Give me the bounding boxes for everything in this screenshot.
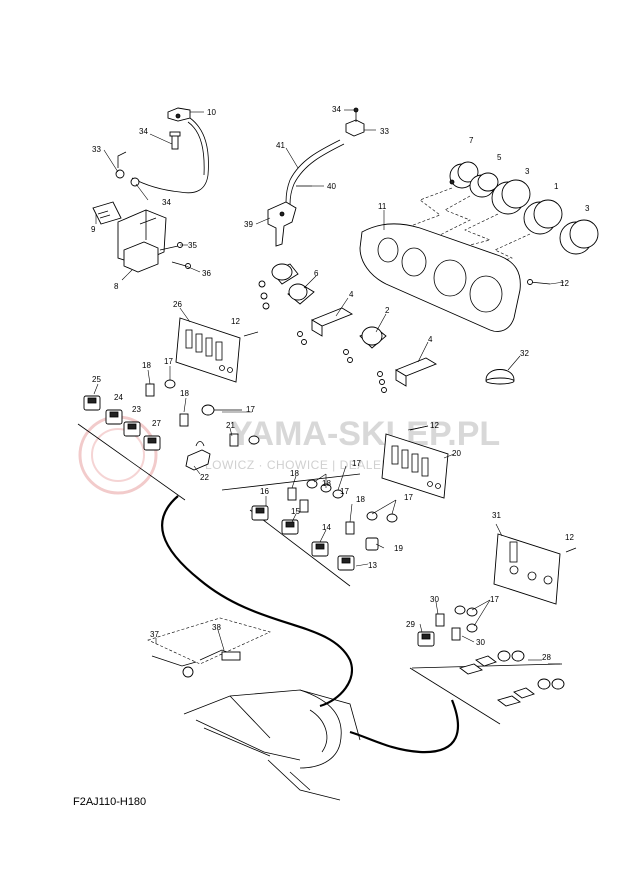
callout-17: 17 (404, 493, 413, 502)
cable-bracket-assembly (267, 107, 365, 247)
callout-9: 9 (91, 225, 96, 234)
callout-8: 8 (114, 282, 119, 291)
callout-32: 32 (520, 349, 529, 358)
callout-23: 23 (132, 405, 141, 414)
callout-15: 15 (291, 507, 300, 516)
callout-17: 17 (352, 459, 361, 468)
callout-18: 18 (290, 469, 299, 478)
callout-18: 18 (322, 479, 331, 488)
harness-and-hull (147, 495, 460, 801)
callout-39: 39 (244, 220, 253, 229)
callout-40: 40 (327, 182, 336, 191)
callout-4: 4 (349, 290, 354, 299)
callout-7: 7 (469, 136, 474, 145)
switch-cluster-left (77, 379, 260, 501)
callout-41: 41 (276, 141, 285, 150)
switch-panels (175, 317, 577, 605)
callout-1: 1 (554, 182, 559, 191)
callout-24: 24 (114, 393, 123, 402)
callout-33: 33 (380, 127, 389, 136)
callout-36: 36 (202, 269, 211, 278)
callout-29: 29 (406, 620, 415, 629)
callout-19: 19 (394, 544, 403, 553)
callout-25: 25 (92, 375, 101, 384)
callout-33: 33 (92, 145, 101, 154)
callout-numbers: 10 34 33 34 9 35 36 8 34 33 41 40 39 7 5… (91, 105, 590, 662)
callout-37: 37 (150, 630, 159, 639)
callout-17: 17 (246, 405, 255, 414)
callout-38: 38 (212, 623, 221, 632)
lower-gauge-assembly (258, 263, 515, 393)
callout-3: 3 (585, 204, 590, 213)
callout-17: 17 (490, 595, 499, 604)
callout-30: 30 (430, 595, 439, 604)
callout-5: 5 (497, 153, 502, 162)
callout-4: 4 (428, 335, 433, 344)
callout-6: 6 (314, 269, 319, 278)
callout-26: 26 (173, 300, 182, 309)
callout-12: 12 (560, 279, 569, 288)
callout-22: 22 (200, 473, 209, 482)
callout-34: 34 (139, 127, 148, 136)
callout-17: 17 (340, 487, 349, 496)
callout-27: 27 (152, 419, 161, 428)
switch-cluster-right (409, 605, 565, 725)
callout-12: 12 (430, 421, 439, 430)
callout-31: 31 (492, 511, 501, 520)
callout-20: 20 (452, 449, 461, 458)
callout-12: 12 (565, 533, 574, 542)
callout-35: 35 (188, 241, 197, 250)
callout-2: 2 (385, 306, 390, 315)
callout-21: 21 (226, 421, 235, 430)
callout-14: 14 (322, 523, 331, 532)
callout-10: 10 (207, 108, 216, 117)
callout-28: 28 (542, 653, 551, 662)
leader-lines (93, 109, 565, 661)
callout-18: 18 (180, 389, 189, 398)
callout-13: 13 (368, 561, 377, 570)
callout-16: 16 (260, 487, 269, 496)
callout-34: 34 (162, 198, 171, 207)
callout-18: 18 (142, 361, 151, 370)
watermark-brand: YAMA-SKLEP.PL (230, 415, 500, 453)
callout-34: 34 (332, 105, 341, 114)
upper-left-assembly (92, 107, 209, 273)
document-code: F2AJ110-H180 (73, 796, 147, 808)
callout-30: 30 (476, 638, 485, 647)
callout-12: 12 (231, 317, 240, 326)
callout-18: 18 (356, 495, 365, 504)
callout-17: 17 (164, 357, 173, 366)
callout-3: 3 (525, 167, 530, 176)
meter-assembly (359, 161, 599, 332)
callout-11: 11 (378, 202, 387, 211)
